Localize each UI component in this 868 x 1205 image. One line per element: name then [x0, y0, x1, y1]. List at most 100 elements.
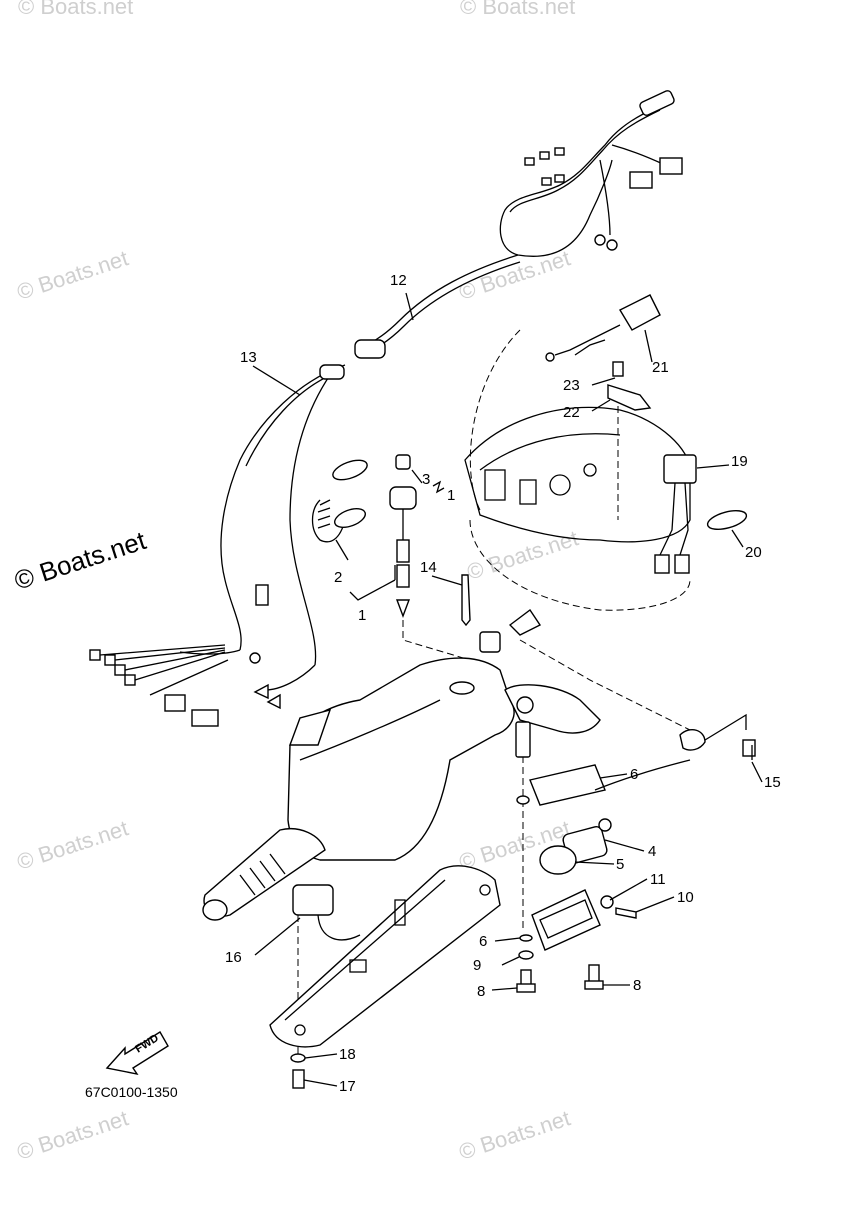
watermark-bottom-center: © Boats.net — [456, 1105, 573, 1164]
callout-2: 2 — [334, 569, 342, 586]
callout-18: 17 — [339, 1078, 356, 1095]
callout-16: 15 — [764, 774, 781, 791]
callout-7: 6 — [630, 766, 638, 783]
bullet-connector-3 — [554, 147, 565, 156]
watermark-left-upper: © Boats.net — [14, 245, 131, 304]
callout-4: 4 — [648, 843, 656, 860]
harness-coupler-a — [659, 157, 683, 175]
part-5-knob — [539, 845, 577, 875]
part-23-clamp — [607, 384, 652, 411]
harness-joint-connector — [354, 339, 386, 359]
switch-shaft — [515, 721, 531, 758]
part-15-tie — [461, 574, 471, 627]
watermark-left-lower: © Boats.net — [14, 815, 131, 874]
callout-15: 14 — [420, 559, 437, 576]
lanyard-clip-lower — [334, 508, 366, 528]
part-16-grommet — [679, 728, 706, 751]
tiller-tip — [288, 708, 332, 746]
stop-switch-assembly — [311, 454, 417, 618]
part-12-washer — [600, 895, 614, 909]
throttle-grip — [203, 828, 326, 917]
main-switch-assembly — [515, 721, 691, 993]
part-20-terminal-b — [674, 554, 690, 574]
harness-inline-coupler — [479, 631, 501, 653]
left-coupler-a — [164, 694, 186, 712]
forward-arrow: FWD — [105, 1031, 169, 1076]
callout-8: 8 — [633, 977, 641, 994]
callout-5: 5 — [616, 856, 624, 873]
main-connector-plug — [639, 90, 675, 116]
part-9-bolt-head — [516, 983, 536, 993]
wire-harness-left — [89, 364, 346, 727]
callout-19: 18 — [339, 1046, 356, 1063]
part-8-bolt-head — [584, 980, 604, 990]
part-20-terminal-a — [654, 554, 670, 574]
callout-13: 12 — [390, 272, 407, 289]
callout-9: 8 — [477, 983, 485, 1000]
leader-lines — [252, 292, 763, 1087]
switch-housing — [531, 889, 601, 951]
harness-inline-plug — [508, 608, 542, 636]
harness-coupler-b — [629, 171, 653, 189]
callout-11: 10 — [677, 889, 694, 906]
callout-1-top: 1 — [447, 487, 455, 504]
part-8-bolt-shank — [588, 964, 600, 984]
diagram-code: 67C0100-1350 — [85, 1084, 178, 1100]
spade-terminal-b — [266, 693, 281, 710]
callout-23: 22 — [563, 404, 580, 421]
part-10-washer — [518, 950, 534, 960]
callout-3: 3 — [422, 471, 430, 488]
callout-1-bottom: 1 — [358, 607, 366, 624]
callout-14: 13 — [240, 349, 257, 366]
terminal-sq-1 — [89, 649, 101, 661]
bullet-connector-5 — [554, 174, 565, 183]
tiller-handle — [202, 657, 601, 921]
part-11-screw — [615, 907, 637, 919]
stop-switch-body — [389, 486, 417, 510]
left-harness-connector — [319, 364, 345, 380]
part-21-band — [706, 509, 748, 531]
callout-17: 16 — [225, 949, 242, 966]
throttle-grip-end — [202, 899, 228, 921]
stop-switch-cap — [395, 454, 411, 470]
callout-10: 9 — [473, 957, 481, 974]
tiller-bracket-hole — [516, 696, 534, 714]
stop-switch-terminal — [395, 599, 411, 618]
bullet-connector-2 — [539, 151, 550, 160]
callout-22: 21 — [652, 359, 669, 376]
switch-connector — [598, 818, 612, 832]
watermark-bottom-left: © Boats.net — [14, 1105, 131, 1164]
left-ring-terminal — [249, 652, 261, 664]
callout-12: 11 — [650, 871, 666, 888]
part-16-bolt — [742, 739, 756, 757]
stop-switch-sleeve — [396, 539, 410, 563]
part-7-cover — [529, 764, 606, 806]
bottom-cowling — [464, 406, 691, 543]
part-24-screw — [612, 361, 624, 377]
routing-lines — [297, 329, 691, 1060]
ring-terminal-a — [594, 234, 606, 246]
part-20-connector — [663, 454, 697, 484]
spade-terminal-a — [253, 683, 269, 700]
callout-24: 23 — [563, 377, 580, 394]
stop-switch-sleeve-2 — [396, 564, 410, 588]
callout-20: 19 — [731, 453, 748, 470]
ring-terminal-b — [606, 239, 618, 251]
watermark-center-mid: © Boats.net — [464, 525, 581, 584]
tiller-pivot-hole — [449, 681, 475, 695]
watermark-strong: © Boats.net — [11, 525, 151, 596]
wire-harness-main — [354, 90, 683, 359]
watermark-top-left: © Boats.net — [18, 0, 133, 19]
bullet-connector-1 — [524, 157, 535, 166]
callout-21: 20 — [745, 544, 762, 561]
part-18-bolt — [292, 1069, 305, 1089]
fuse-holder — [255, 584, 269, 606]
terminal-sq-3 — [114, 664, 126, 676]
callout-6: 6 — [479, 933, 487, 950]
lanyard-clip-upper — [332, 459, 368, 481]
part-17-unit — [292, 884, 334, 916]
callouts: 12 13 3 1 2 1 14 21 23 22 19 20 15 6 4 5… — [225, 272, 781, 1095]
tiller-cover-plate — [269, 865, 501, 1048]
